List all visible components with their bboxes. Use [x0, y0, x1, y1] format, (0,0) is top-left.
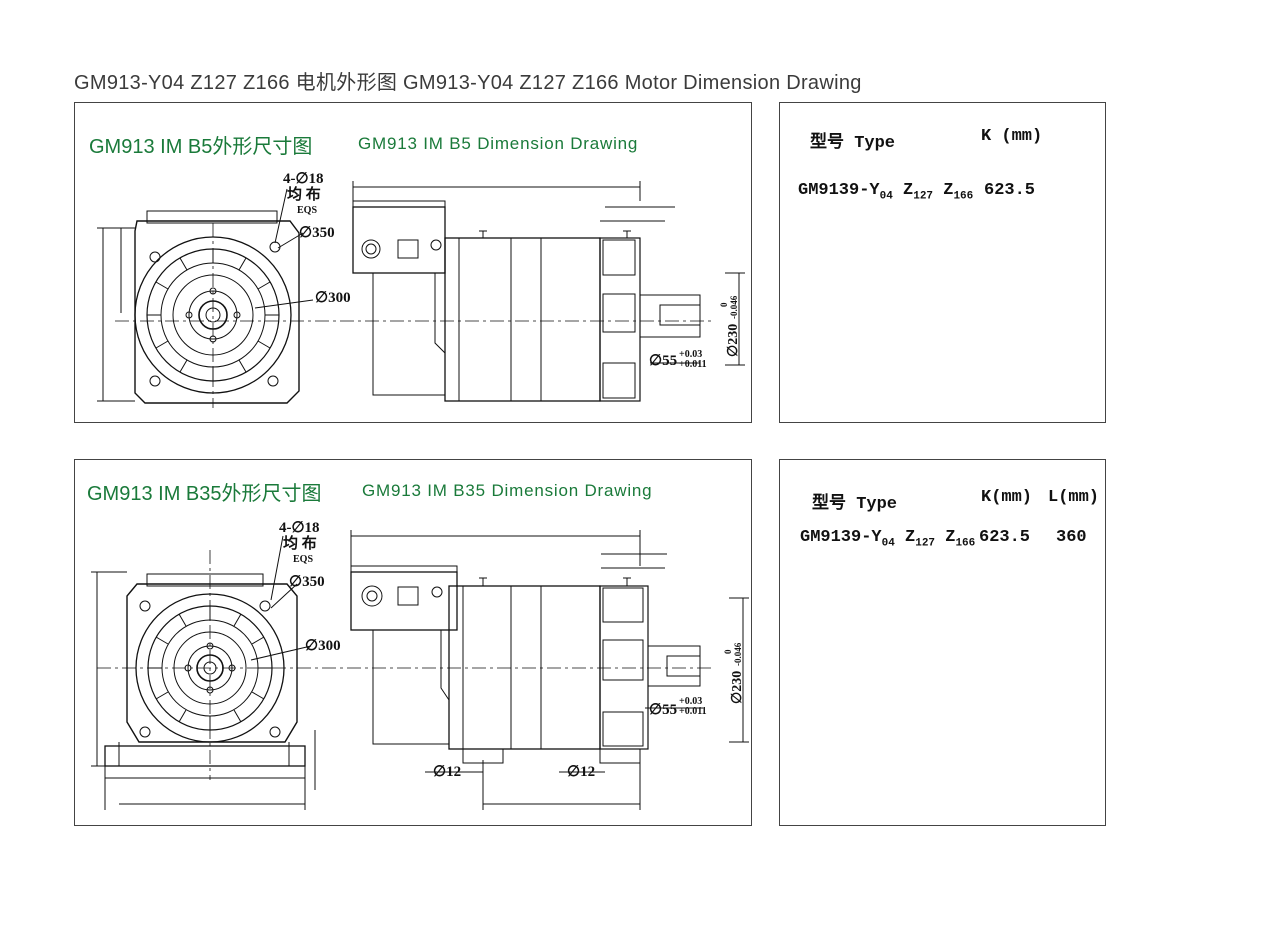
b35-d230-tol-lower: -0.046 — [733, 642, 743, 666]
b35-header-type: 型号 Type — [812, 495, 898, 514]
b35-d350-label: ∅350 — [289, 574, 325, 590]
b35-title-cn: GM913 IM B35外形尺寸图 — [87, 483, 322, 505]
b5-d230-tol-upper: 0 — [719, 302, 729, 307]
b5-k-value: 623.5 — [984, 181, 1036, 200]
b5-holes-label: 4-∅18 — [283, 171, 324, 187]
b5-title-en: GM913 IM B5 Dimension Drawing — [358, 134, 639, 153]
b35-evenly-label: 均 布 — [283, 534, 317, 552]
b35-header-k: K(mm) — [981, 488, 1033, 507]
b35-l-value: 360 — [1056, 528, 1087, 547]
b5-drawing-panel: GM913 IM B5外形尺寸图 GM913 IM B5 Dimension D… — [74, 102, 752, 423]
b35-drawing-panel: GM913 IM B35外形尺寸图 GM913 IM B35 Dimension… — [74, 459, 752, 826]
b5-evenly-label: 均 布 — [287, 185, 321, 203]
b35-d230-label: ∅230 — [730, 671, 745, 704]
b5-d230-label: ∅230 — [726, 324, 741, 357]
b35-table-panel: 型号 Type K(mm) L(mm) GM9139-Y04 Z127 Z166… — [779, 459, 1106, 826]
b5-model: GM9139-Y04 Z127 Z166 — [798, 181, 974, 203]
b35-drawing: 4-∅18 均 布 EQS ∅350 ∅300 ∅55 +0.03 +0.011… — [91, 520, 749, 810]
b5-table-panel: 型号 Type K (mm) GM9139-Y04 Z127 Z166 623.… — [779, 102, 1106, 423]
b5-d55-tol-upper: +0.03 — [679, 349, 702, 360]
b5-d300-label: ∅300 — [315, 290, 351, 306]
b35-holes-label: 4-∅18 — [279, 520, 320, 536]
b5-d55-label: ∅55 — [649, 353, 677, 369]
b35-foot-hole-2: ∅12 — [567, 764, 595, 780]
b35-eqs-label: EQS — [293, 554, 313, 565]
b35-title-en: GM913 IM B35 Dimension Drawing — [362, 481, 653, 500]
b35-foot-hole-1: ∅12 — [433, 764, 461, 780]
b35-model: GM9139-Y04 Z127 Z166 — [800, 528, 976, 550]
b5-d350-label: ∅350 — [299, 225, 335, 241]
b5-d230-tol-lower: -0.046 — [729, 295, 739, 319]
page-title: GM913-Y04 Z127 Z166 电机外形图 GM913-Y04 Z127… — [74, 72, 862, 94]
b35-d55-tol-lower: +0.011 — [679, 706, 707, 717]
b5-eqs-label: EQS — [297, 205, 317, 216]
b35-header-l: L(mm) — [1048, 488, 1100, 507]
b35-k-value: 623.5 — [979, 528, 1031, 547]
b35-d300-label: ∅300 — [305, 638, 341, 654]
b5-drawing: 4-∅18 均 布 EQS ∅350 ∅300 ∅55 +0.03 +0.011… — [97, 171, 745, 408]
b5-header-k: K (mm) — [981, 127, 1043, 146]
b35-d55-tol-upper: +0.03 — [679, 696, 702, 707]
b35-d55-label: ∅55 — [649, 702, 677, 718]
b5-header-type: 型号 Type — [810, 134, 896, 153]
b35-d230-tol-upper: 0 — [723, 649, 733, 654]
b5-d55-tol-lower: +0.011 — [679, 359, 707, 370]
b5-title-cn: GM913 IM B5外形尺寸图 — [89, 136, 313, 158]
